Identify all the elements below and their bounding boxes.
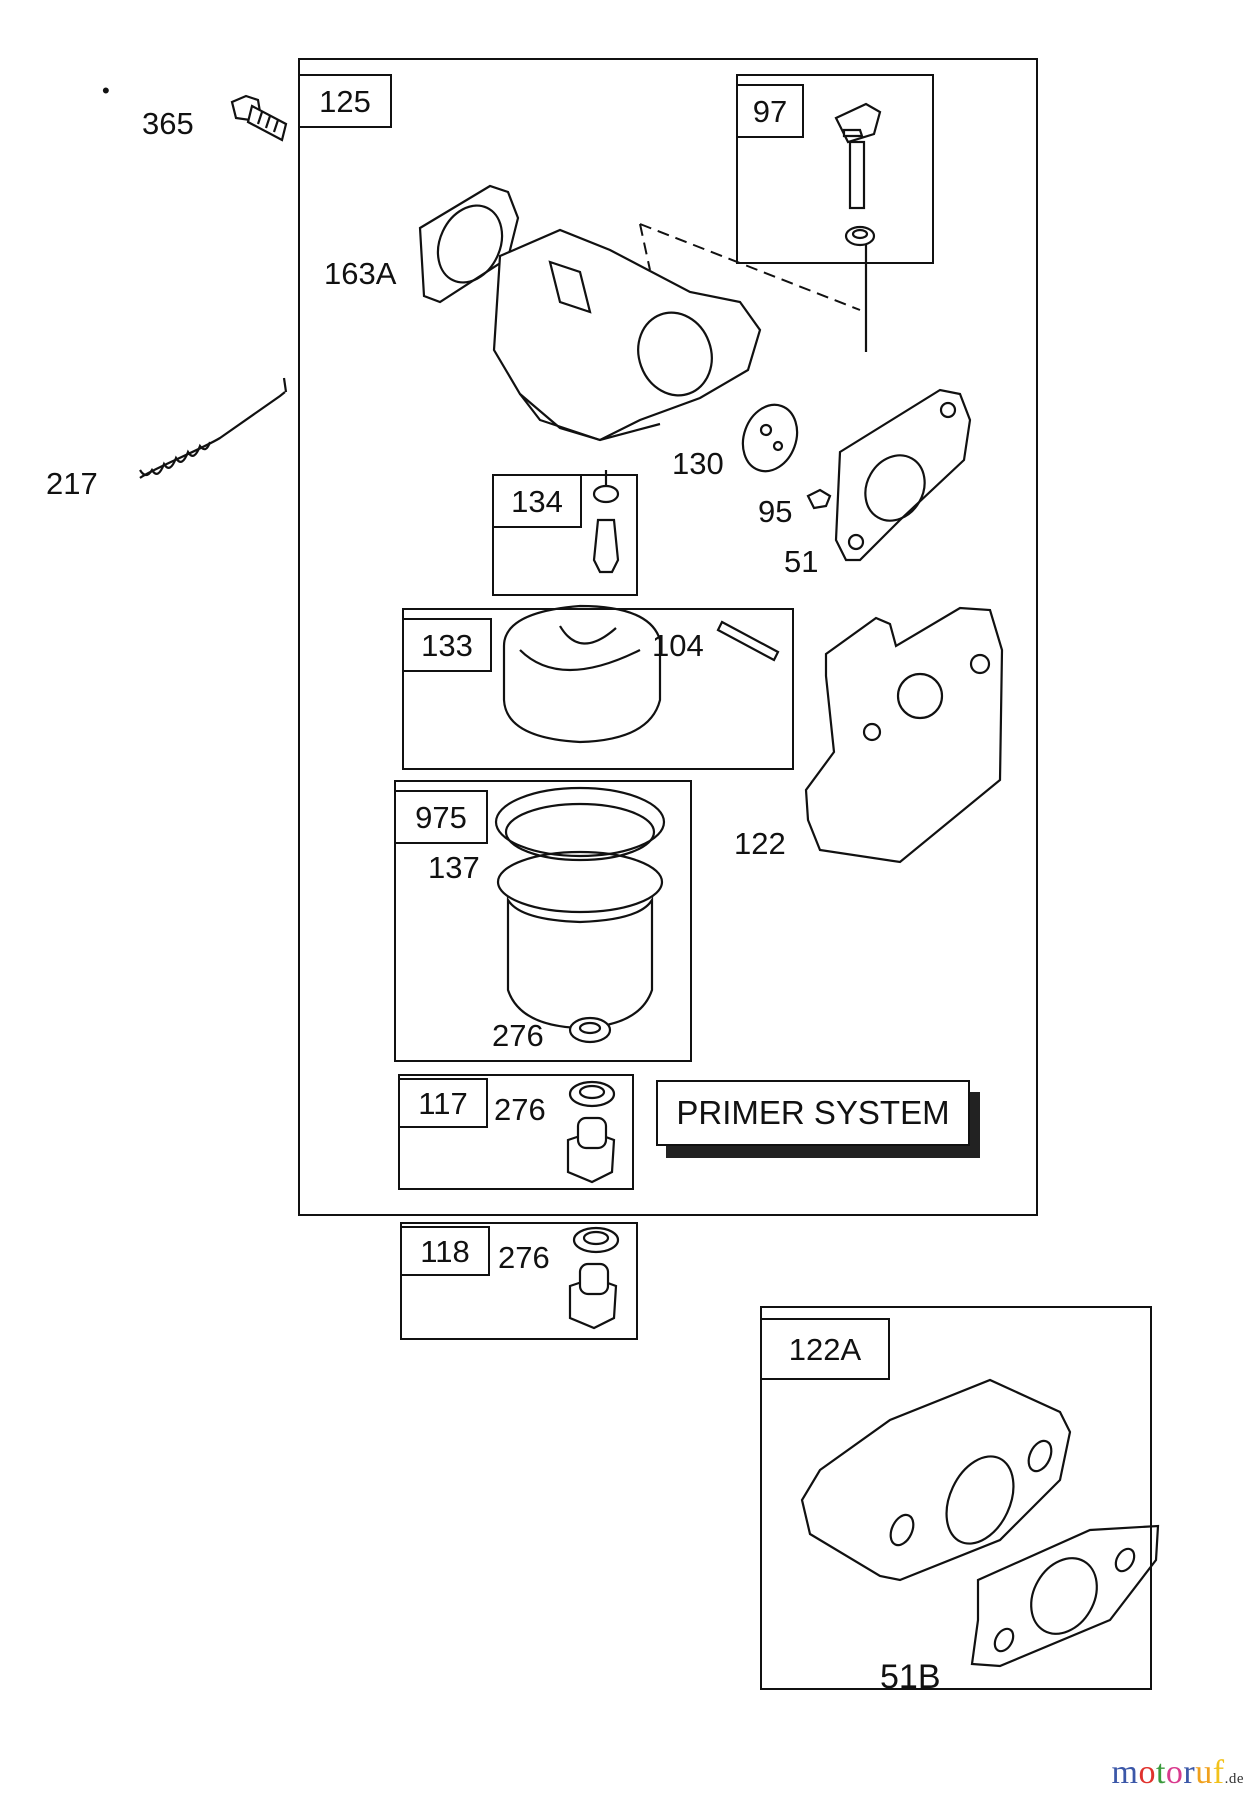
group-label-97: 97 — [736, 84, 804, 138]
screw-95-icon — [806, 488, 832, 510]
part-label-137: 137 — [428, 850, 480, 885]
group-box-133 — [402, 608, 794, 770]
watermark-letter: t — [1155, 1754, 1166, 1791]
group-label-975: 975 — [394, 790, 488, 844]
watermark-letter: o — [1165, 1754, 1184, 1791]
part-label-130: 130 — [672, 446, 724, 481]
motoruf-watermark: motoruf.de — [1112, 1754, 1244, 1792]
group-label-134: 134 — [492, 474, 582, 528]
watermark-tld: .de — [1224, 1771, 1244, 1787]
group-box-122a — [760, 1306, 1152, 1690]
watermark-letter: u — [1195, 1754, 1213, 1791]
part-label-51: 51 — [784, 544, 819, 579]
watermark-letter: f — [1212, 1754, 1225, 1791]
group-box-125 — [298, 58, 1038, 1216]
group-label-122a: 122A — [760, 1318, 890, 1380]
washer-276-a-icon — [568, 1016, 612, 1044]
group-label-118: 118 — [400, 1226, 490, 1276]
part-label-276-b: 276 — [494, 1092, 546, 1127]
float-pin-104-icon — [716, 620, 780, 662]
bullet-mark: • — [102, 78, 110, 103]
washer-276-c-icon — [572, 1226, 620, 1254]
spacer-122a-icon — [800, 1378, 1072, 1582]
part-label-122: 122 — [734, 826, 786, 861]
part-label-95: 95 — [758, 494, 793, 529]
group-box-97 — [736, 74, 934, 264]
float-133-icon — [502, 604, 662, 744]
part-label-217: 217 — [46, 466, 98, 501]
primer-system-callout: PRIMER SYSTEM — [656, 1080, 970, 1146]
group-label-117: 117 — [398, 1078, 488, 1128]
part-label-276-c: 276 — [498, 1240, 550, 1275]
carburetor-body-icon — [492, 228, 762, 442]
plug-117-icon — [566, 1116, 616, 1184]
inlet-needle-134-icon — [592, 470, 620, 574]
washer-276-b-icon — [568, 1080, 616, 1108]
group-label-133: 133 — [402, 618, 492, 672]
group-box-975 — [394, 780, 692, 1062]
part-label-365: 365 — [142, 106, 194, 141]
spacer-122-icon — [804, 606, 1004, 864]
part-label-51b: 51B — [880, 1658, 941, 1696]
watermark-letter: m — [1111, 1754, 1139, 1791]
gasket-51b-icon — [970, 1524, 1160, 1668]
bolt-365-icon — [230, 94, 288, 142]
gasket-51-icon — [834, 388, 972, 562]
float-bowl-975-icon — [494, 786, 666, 1030]
plug-118-icon — [568, 1262, 618, 1330]
part-label-276-a: 276 — [492, 1018, 544, 1053]
watermark-letter: r — [1183, 1754, 1196, 1791]
part-label-104: 104 — [652, 628, 704, 663]
watermark-letter: o — [1138, 1754, 1156, 1791]
throttle-shaft-97-icon — [834, 102, 882, 247]
choke-plate-130-icon — [741, 403, 799, 473]
gasket-163a-icon — [418, 184, 520, 304]
group-box-117 — [398, 1074, 634, 1190]
group-label-125: 125 — [298, 74, 392, 128]
part-label-163a: 163A — [324, 256, 397, 291]
group-box-118 — [400, 1222, 638, 1340]
spring-217-icon — [139, 377, 288, 479]
